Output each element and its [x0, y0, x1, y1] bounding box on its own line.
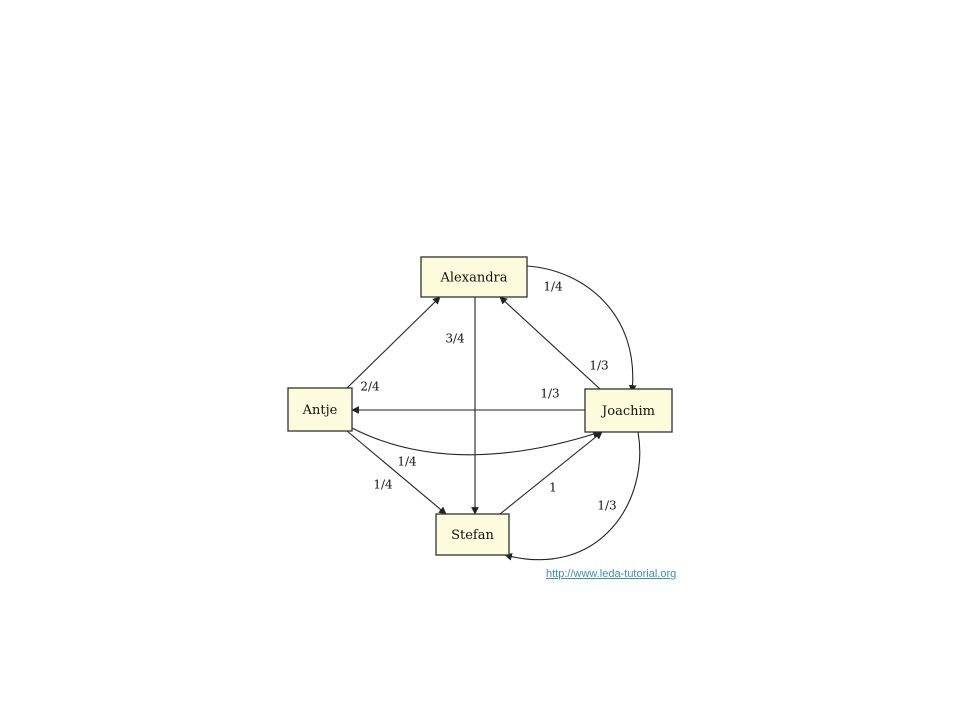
edge-label-joachim-antje: 1/3 [540, 387, 559, 401]
edge-labels-layer: 1/4 3/4 1/3 2/4 1/3 1/4 1/4 1 1/3 [360, 280, 616, 513]
edge-stefan-joachim [499, 431, 603, 515]
edge-alexandra-joachim [526, 265, 637, 393]
node-box-antje [287, 387, 353, 432]
edge-label-joachim-alexandra: 1/3 [589, 359, 608, 373]
edge-antje-joachim [351, 427, 601, 456]
edges-layer [346, 265, 641, 561]
node-alexandra: Alexandra [420, 256, 528, 298]
node-label-stefan: Stefan [451, 528, 494, 543]
node-stefan: Stefan [435, 513, 510, 556]
edge-label-antje-joachim: 1/4 [397, 455, 417, 469]
source-link[interactable]: http://www.leda-tutorial.org [546, 568, 677, 580]
edge-label-antje-alexandra: 2/4 [360, 380, 380, 394]
edge-label-stefan-joachim: 1 [549, 481, 557, 495]
node-label-alexandra: Alexandra [440, 271, 508, 286]
node-box-alexandra [420, 256, 528, 298]
edge-joachim-alexandra [499, 296, 601, 390]
node-antje: Antje [287, 387, 353, 432]
node-box-stefan [435, 513, 510, 556]
edge-label-antje-stefan: 1/4 [373, 478, 393, 492]
node-label-antje: Antje [302, 403, 338, 418]
edge-label-alexandra-joachim: 1/4 [543, 280, 563, 294]
edge-antje-stefan [346, 430, 447, 515]
edge-joachim-stefan [504, 431, 641, 561]
edge-antje-alexandra [346, 296, 441, 389]
node-joachim: Joachim [584, 388, 673, 433]
edge-label-alexandra-stefan: 3/4 [445, 332, 465, 346]
node-label-joachim: Joachim [600, 404, 655, 419]
node-box-joachim [584, 388, 673, 433]
edge-label-joachim-stefan: 1/3 [597, 499, 616, 513]
